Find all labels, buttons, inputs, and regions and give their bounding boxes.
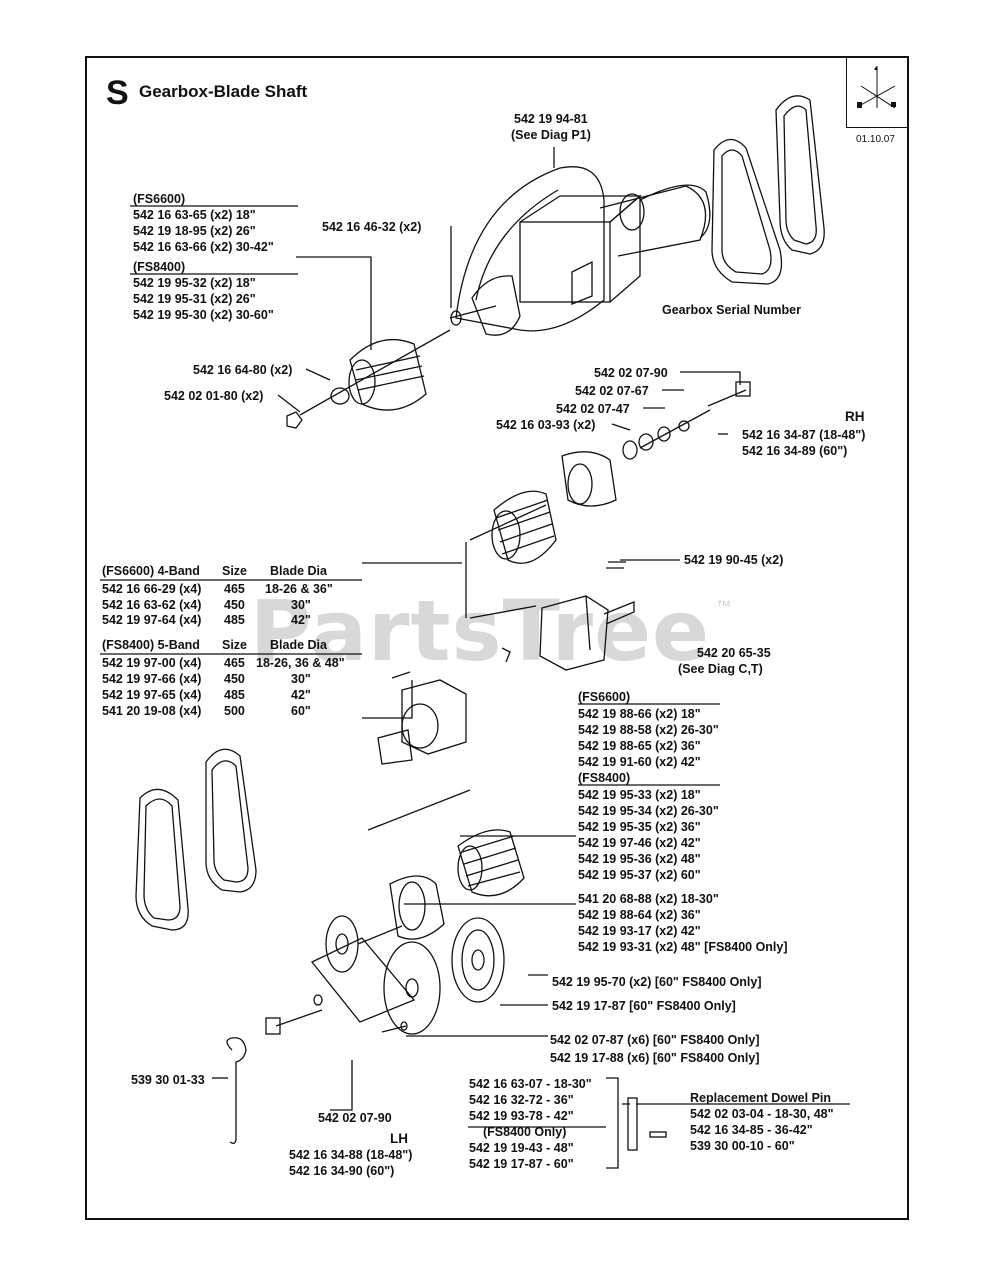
table-cell: 542 16 66-29 (x4) [102,582,202,596]
belt-fs8400-head: (FS8400) 5-Band [102,638,200,652]
table-cell: 42" [291,688,311,702]
dowel-fs8400-title: (FS8400 Only) [483,1125,567,1139]
lower-part-label: 542 19 17-88 (x6) [60" FS8400 Only] [550,1051,760,1065]
table-cell: 542 19 97-65 (x4) [102,688,202,702]
table-cell: 485 [224,688,245,702]
table-cell: 542 19 97-00 (x4) [102,656,202,670]
belt-col-blade: Blade Dia [270,564,327,578]
rh-part-b: 542 02 07-67 [575,384,649,398]
list-item: 542 16 32-72 - 36" [469,1093,574,1107]
belt-col-size: Size [222,638,248,652]
list-item: 542 16 63-65 (x2) 18" [133,208,256,222]
watermark-tm: ™ [716,598,731,615]
lh-part-a: 542 02 07-90 [318,1111,392,1125]
lh-label: LH [390,1131,408,1146]
list-item: 542 19 88-66 (x2) 18" [578,707,701,721]
revision-date: 01.10.07 [856,134,895,145]
top-part-number: 542 19 94-81 [514,112,588,126]
list-item: 542 19 95-37 (x2) 60" [578,868,701,882]
watermark-text: PartsTree [250,582,711,680]
nut-label: 542 02 01-80 (x2) [164,389,264,403]
table-cell: 42" [291,613,311,627]
list-item: 542 19 95-34 (x2) 26-30" [578,804,719,818]
list-item: 542 19 95-31 (x2) 26" [133,292,256,306]
diagram-title: Gearbox-Blade Shaft [139,82,308,101]
table-cell: 465 [224,656,245,670]
table-cell: 542 19 97-64 (x4) [102,613,202,627]
table-cell: 541 20 19-08 (x4) [102,704,202,718]
gearbox-bolt-label: 542 16 46-32 (x2) [322,220,422,234]
rh-part-a: 542 02 07-90 [594,366,668,380]
lower-part-label: 542 02 07-87 (x6) [60" FS8400 Only] [550,1033,760,1047]
spindle-part-label: 542 20 65-35 [697,646,771,660]
rh-part-d: 542 16 03-93 (x2) [496,418,596,432]
table-cell: 450 [224,672,245,686]
list-item: 539 30 00-10 - 60" [690,1139,795,1153]
lh-bolt-2: 542 16 34-90 (60") [289,1164,395,1178]
replacement-title: Replacement Dowel Pin [690,1091,832,1105]
list-item: 542 16 34-85 - 36-42" [690,1123,813,1137]
table-cell: 500 [224,704,245,718]
table-cell: 18-26, 36 & 48" [256,656,345,670]
rh-label: RH [845,409,865,424]
list-item: 542 19 18-95 (x2) 26" [133,224,256,238]
table-cell: 18-26 & 36" [265,582,333,596]
belt-fs6600-head: (FS6600) 4-Band [102,564,200,578]
list-item: 542 19 95-30 (x2) 30-60" [133,308,274,322]
list-item: 542 02 03-04 - 18-30, 48" [690,1107,834,1121]
table-cell: 30" [291,598,311,612]
section-letter: S [106,74,129,112]
lower-fs6600-title: (FS6600) [578,690,631,704]
pulley-fs6600-title: (FS6600) [133,192,186,206]
washer-label: 542 16 64-80 (x2) [193,363,293,377]
belt-col-blade: Blade Dia [270,638,327,652]
table-cell: 465 [224,582,245,596]
list-item: 542 19 95-33 (x2) 18" [578,788,701,802]
list-item: 542 19 91-60 (x2) 42" [578,755,701,769]
lh-bolt-1: 542 16 34-88 (18-48") [289,1148,413,1162]
list-item: 542 16 63-07 - 18-30" [469,1077,592,1091]
list-item: 542 19 93-31 (x2) 48" [FS8400 Only] [578,940,788,954]
top-part-ref: (See Diag P1) [511,128,591,142]
list-item: 542 19 93-17 (x2) 42" [578,924,701,938]
svg-text:▲: ▲ [873,66,879,72]
pulley-fs8400-title: (FS8400) [133,260,186,274]
hook-part-label: 539 30 01-33 [131,1073,205,1087]
rh-bolt-2: 542 16 34-89 (60") [742,444,848,458]
table-cell: 450 [224,598,245,612]
list-item: 541 20 68-88 (x2) 18-30" [578,892,719,906]
table-cell: 542 19 97-66 (x4) [102,672,202,686]
diagram-frame [85,56,909,1220]
table-cell: 542 16 63-62 (x4) [102,598,202,612]
list-item: 542 19 95-35 (x2) 36" [578,820,701,834]
lower-part-label: 542 19 17-87 [60" FS8400 Only] [552,999,736,1013]
list-item: 542 19 17-87 - 60" [469,1157,574,1171]
list-item: 542 19 97-46 (x2) 42" [578,836,701,850]
list-item: 542 19 95-36 (x2) 48" [578,852,701,866]
list-item: 542 16 63-66 (x2) 30-42" [133,240,274,254]
lower-part-label: 542 19 95-70 (x2) [60" FS8400 Only] [552,975,762,989]
table-cell: 485 [224,613,245,627]
list-item: 542 19 88-65 (x2) 36" [578,739,701,753]
gearbox-serial-label: Gearbox Serial Number [662,303,801,317]
list-item: 542 19 95-32 (x2) 18" [133,276,256,290]
list-item: 542 19 88-58 (x2) 26-30" [578,723,719,737]
list-item: 542 19 19-43 - 48" [469,1141,574,1155]
table-cell: 30" [291,672,311,686]
list-item: 542 19 93-78 - 42" [469,1109,574,1123]
orientation-icon: ▲ [846,58,908,128]
key-part-label: 542 19 90-45 (x2) [684,553,784,567]
spindle-ref-label: (See Diag C,T) [678,662,763,676]
lower-fs8400-title: (FS8400) [578,771,631,785]
rh-bolt-1: 542 16 34-87 (18-48") [742,428,866,442]
rh-part-c: 542 02 07-47 [556,402,630,416]
belt-col-size: Size [222,564,248,578]
list-item: 542 19 88-64 (x2) 36" [578,908,701,922]
table-cell: 60" [291,704,311,718]
